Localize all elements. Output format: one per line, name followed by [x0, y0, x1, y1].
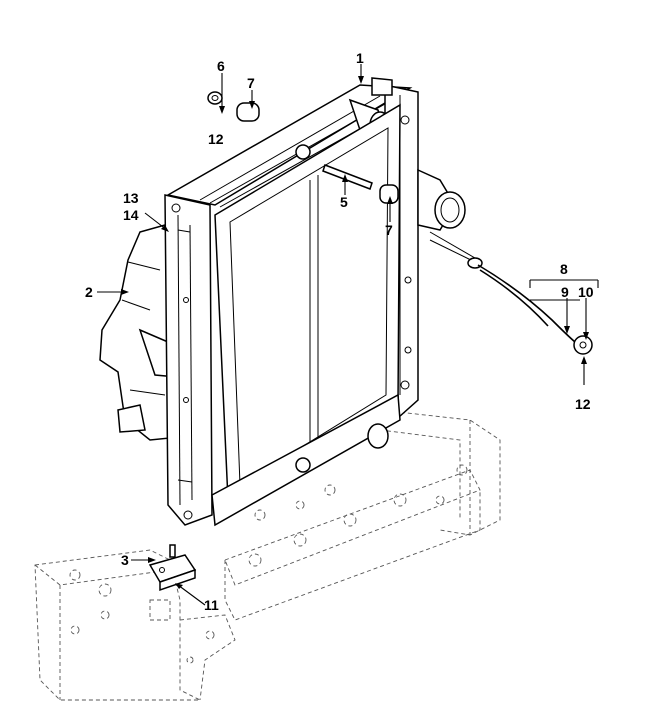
callout-9: 9 [561, 284, 569, 300]
callout-8: 8 [560, 261, 568, 277]
callout-7-upper: 7 [247, 75, 255, 91]
lower-mount-bracket [148, 544, 197, 592]
callout-12-right: 12 [575, 396, 591, 412]
callout-5: 5 [340, 194, 348, 210]
callout-14: 14 [123, 207, 139, 223]
callout-2: 2 [85, 284, 93, 300]
chassis-frame-outline [34, 409, 501, 701]
rubber-bushing-upper [236, 102, 260, 122]
washer-top [207, 91, 223, 105]
callout-3: 3 [121, 552, 129, 568]
guide-pin [322, 164, 373, 190]
callout-1: 1 [356, 50, 364, 66]
radiator-assembly [164, 77, 466, 527]
leader-arrowheads [121, 76, 589, 589]
callout-12-upper: 12 [208, 131, 224, 147]
callout-13: 13 [123, 190, 139, 206]
leader-lines [97, 64, 599, 606]
callout-7-lower: 7 [385, 222, 393, 238]
callout-11: 11 [204, 597, 219, 613]
callout-10: 10 [578, 284, 594, 300]
callout-6: 6 [217, 58, 225, 74]
stay-rod-assembly [429, 231, 593, 355]
